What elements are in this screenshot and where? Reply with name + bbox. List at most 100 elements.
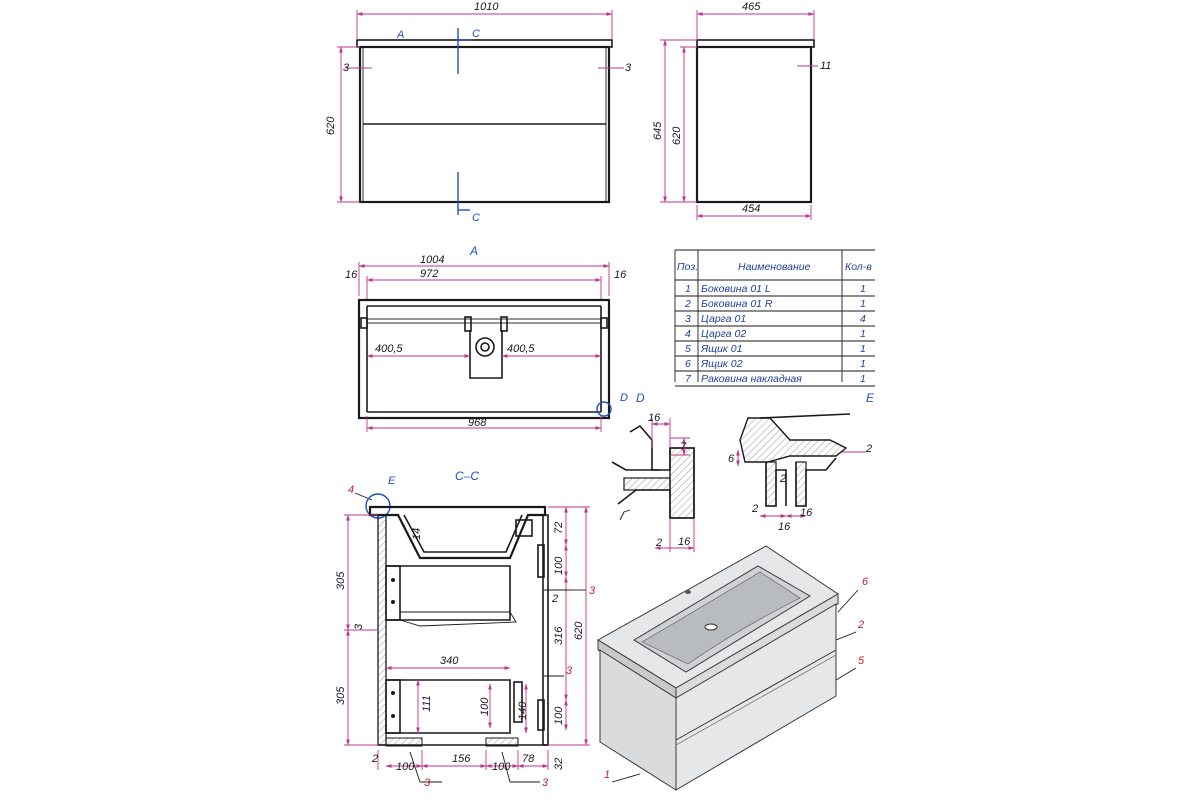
table-cell-pos: 5 bbox=[685, 343, 691, 355]
detail-d-marker-label: D bbox=[620, 392, 628, 404]
dim-cc-156: 156 bbox=[452, 753, 471, 765]
dim-cc-32: 32 bbox=[553, 758, 565, 770]
table-cell-name: Ящик 01 bbox=[700, 343, 743, 355]
plan-view: A 1004 972 16 16 400,5 400,5 968 D bbox=[345, 244, 628, 432]
dim-side-top-offset: 11 bbox=[820, 60, 831, 72]
side-cabinet-body bbox=[695, 45, 813, 204]
dim-plan-outer: 1004 bbox=[420, 254, 444, 266]
dim-cc-140: 140 bbox=[517, 701, 529, 720]
table-cell-name: Боковина 01 L bbox=[701, 283, 771, 295]
dim-e-16a: 16 bbox=[778, 521, 791, 533]
dim-d-2: 2 bbox=[655, 537, 662, 549]
table-cell-pos: 2 bbox=[684, 298, 691, 310]
iso-drain bbox=[704, 623, 718, 631]
callout-iso-pos1: 1 bbox=[604, 769, 610, 781]
table-cell-qty: 1 bbox=[860, 283, 866, 295]
section-front-panel bbox=[377, 514, 387, 746]
callout-pos4: 4 bbox=[348, 484, 354, 496]
dim-e-2a: 2 bbox=[865, 443, 872, 455]
section-e-label: E bbox=[388, 475, 396, 487]
dim-side-depth-bottom: 454 bbox=[742, 203, 760, 215]
callout-pos3-c: 3 bbox=[424, 777, 431, 789]
plan-rear-rail bbox=[366, 318, 602, 324]
dim-side-depth-top: 465 bbox=[742, 1, 761, 13]
section-sink bbox=[368, 505, 547, 560]
table-cell-name: Боковина 01 R bbox=[701, 298, 773, 310]
dim-cc-2-bottom: 2 bbox=[371, 753, 378, 765]
section-lower-drawer bbox=[386, 679, 511, 734]
dim-plan-half-left: 400,5 bbox=[375, 343, 403, 355]
table-cell-name: Ящик 02 bbox=[700, 358, 743, 370]
section-cc-title: C–C bbox=[455, 469, 479, 483]
callout-pos3-a: 3 bbox=[589, 585, 596, 597]
callout-iso-pos5: 5 bbox=[858, 655, 865, 667]
cut-label-c-bottom: C bbox=[472, 212, 480, 224]
table-cell-pos: 7 bbox=[685, 373, 692, 385]
table-cell-qty: 1 bbox=[860, 298, 866, 310]
table-header-name: Наименование bbox=[738, 261, 811, 273]
side-view: 465 454 645 620 11 bbox=[652, 1, 831, 220]
detail-d-title: D bbox=[636, 391, 645, 405]
front-view: A C C 1010 620 3 3 bbox=[325, 1, 632, 224]
table-header-qty: Кол-в bbox=[845, 261, 872, 273]
iso-tap-hole bbox=[685, 590, 691, 594]
dim-cc-316: 316 bbox=[553, 626, 565, 645]
table-cell-qty: 4 bbox=[860, 313, 866, 325]
dim-cc-100-a: 100 bbox=[553, 556, 565, 575]
table-cell-name: Царга 01 bbox=[701, 313, 746, 325]
table-cell-pos: 4 bbox=[685, 328, 691, 340]
dim-d-16: 16 bbox=[648, 412, 661, 424]
front-cabinet-body bbox=[358, 45, 611, 204]
detail-d-marker bbox=[596, 401, 612, 417]
table-cell-pos: 6 bbox=[685, 358, 691, 370]
table-cell-qty: 1 bbox=[860, 373, 866, 385]
dim-front-height: 620 bbox=[325, 116, 337, 135]
callout-pos3-b: 3 bbox=[566, 665, 573, 677]
iso-front-panel bbox=[675, 603, 837, 791]
dim-plan-bottom: 968 bbox=[468, 417, 487, 429]
dim-plan-right-gap: 16 bbox=[614, 269, 627, 281]
table-cell-qty: 1 bbox=[860, 343, 866, 355]
callout-iso-pos6: 6 bbox=[862, 576, 869, 588]
dim-side-height-body: 620 bbox=[671, 126, 683, 145]
detail-e-sink-edge bbox=[739, 417, 848, 463]
dim-cc-78: 78 bbox=[522, 753, 535, 765]
dim-e-2c: 2 bbox=[751, 503, 758, 515]
plan-view-title: A bbox=[469, 244, 478, 258]
plan-siphon-cutout bbox=[469, 330, 503, 379]
dim-cc-305-bottom: 305 bbox=[335, 686, 347, 705]
dim-d-16b: 16 bbox=[678, 536, 691, 548]
dim-cc-620: 620 bbox=[573, 621, 585, 640]
dim-cc-100-c: 100 bbox=[553, 706, 565, 725]
dim-e-2b: 2 bbox=[779, 473, 786, 485]
plan-outline bbox=[357, 298, 611, 420]
dim-cc-72: 72 bbox=[553, 522, 565, 534]
cut-label-a: A bbox=[396, 29, 404, 41]
dim-front-width: 1010 bbox=[474, 1, 499, 13]
dim-cc-100-br: 100 bbox=[492, 761, 511, 773]
dim-cc-3: 3 bbox=[353, 623, 365, 630]
table-cell-name: Царга 02 bbox=[701, 328, 746, 340]
dim-cc-100-bl: 100 bbox=[396, 761, 415, 773]
dim-cc-100-b: 100 bbox=[479, 697, 491, 716]
dim-d-7: 7 bbox=[680, 441, 687, 453]
callout-iso-pos2: 2 bbox=[857, 619, 864, 631]
dim-cc-111: 111 bbox=[421, 695, 433, 712]
detail-e: E 6 2 2 2 16 16 bbox=[728, 391, 875, 533]
section-upper-drawer bbox=[386, 565, 511, 621]
table-cell-qty: 1 bbox=[860, 328, 866, 340]
dim-cc-305-top: 305 bbox=[335, 571, 347, 590]
table-cell-qty: 1 bbox=[860, 358, 866, 370]
dim-plan-half-right: 400,5 bbox=[507, 343, 535, 355]
dim-e-6: 6 bbox=[728, 453, 735, 465]
detail-d: D 16 7 2 16 bbox=[611, 391, 695, 552]
table-cell-pos: 1 bbox=[685, 283, 691, 295]
dim-cc-2: 2 bbox=[551, 593, 558, 605]
cut-label-c-top: C bbox=[472, 28, 480, 40]
dim-front-side-left: 3 bbox=[343, 62, 350, 74]
detail-d-rail bbox=[623, 477, 671, 491]
section-cc: C–C E 4 305 305 bbox=[335, 469, 596, 789]
dim-cc-340: 340 bbox=[440, 655, 459, 667]
